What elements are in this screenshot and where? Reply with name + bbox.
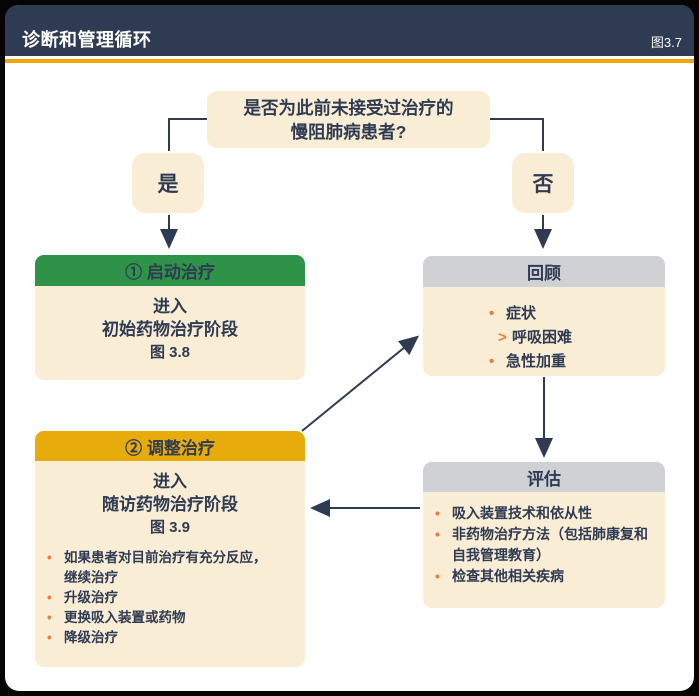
question-line-2: 慢阻肺病患者?	[290, 121, 407, 142]
bullet-icon: •	[435, 526, 440, 542]
bullet-icon: •	[489, 353, 495, 370]
bullet-icon: •	[47, 630, 52, 645]
adjust-treatment-box: ② 调整治疗 进入 随访药物治疗阶段 图 3.9 • 如果患者对目前治疗有充分反…	[35, 431, 305, 667]
review-list: • 症状 > 呼吸困难 • 急性加重	[423, 287, 665, 374]
list-sub-item: > 呼吸困难	[489, 326, 657, 350]
initiate-line-1: 进入	[153, 297, 187, 316]
gold-divider	[5, 59, 694, 63]
assess-box: 评估 • 吸入装置技术和依从性 • 非药物治疗方法（包括肺康复和自我管理教育） …	[423, 462, 665, 608]
initiate-figure-ref: 图 3.8	[149, 344, 191, 361]
adjust-line-2: 随访药物治疗阶段	[102, 495, 238, 514]
connector-question-to-yes	[168, 118, 207, 151]
bullet-icon: •	[435, 568, 440, 584]
review-box: 回顾 • 症状 > 呼吸困难 • 急性加重	[423, 256, 665, 376]
list-item: • 急性加重	[489, 350, 657, 374]
bullet-icon: •	[47, 610, 52, 625]
list-item: • 降级治疗	[47, 628, 271, 648]
adjust-figure-ref: 图 3.9	[149, 519, 191, 536]
initiate-treatment-header: ① 启动治疗	[35, 255, 305, 286]
bullet-icon: •	[47, 590, 52, 605]
page-title: 诊断和管理循环	[22, 30, 152, 50]
list-item: • 症状	[489, 302, 657, 326]
review-header: 回顾	[423, 256, 665, 287]
arrow-adjust-to-review	[301, 335, 420, 432]
question-box: 是否为此前未接受过治疗的 慢阻肺病患者?	[207, 91, 490, 148]
adjust-line-1: 进入	[153, 472, 187, 491]
sub-arrow-icon: >	[498, 329, 507, 346]
adjust-treatment-header: ② 调整治疗	[35, 431, 305, 461]
initiate-treatment-box: ① 启动治疗 进入 初始药物治疗阶段 图 3.8	[35, 255, 305, 380]
bullet-icon: •	[47, 550, 52, 565]
figure-number-label: 图3.7	[650, 35, 682, 50]
branch-yes: 是	[132, 153, 204, 213]
list-item: • 非药物治疗方法（包括肺康复和自我管理教育）	[435, 524, 657, 566]
list-item: • 升级治疗	[47, 588, 271, 608]
initiate-treatment-body: 进入 初始药物治疗阶段 图 3.8	[35, 286, 305, 364]
adjust-list: • 如果患者对目前治疗有充分反应，继续治疗 • 升级治疗 • 更换吸入装置或药物…	[35, 539, 305, 648]
question-line-1: 是否为此前未接受过治疗的	[243, 97, 454, 118]
list-item: • 吸入装置技术和依从性	[435, 503, 657, 524]
list-item: • 更换吸入装置或药物	[47, 608, 271, 628]
list-item: • 检查其他相关疾病	[435, 566, 657, 587]
title-bar: 诊断和管理循环 图3.7	[5, 5, 694, 56]
assess-header: 评估	[423, 462, 665, 492]
initiate-line-2: 初始药物治疗阶段	[102, 320, 238, 339]
bullet-icon: •	[489, 305, 495, 322]
bullet-icon: •	[435, 505, 440, 521]
adjust-treatment-body: 进入 随访药物治疗阶段 图 3.9	[35, 461, 305, 539]
connector-question-to-no	[490, 118, 544, 151]
branch-no: 否	[512, 153, 574, 213]
assess-list: • 吸入装置技术和依从性 • 非药物治疗方法（包括肺康复和自我管理教育） • 检…	[423, 492, 665, 587]
list-item: • 如果患者对目前治疗有充分反应，继续治疗	[47, 548, 271, 588]
